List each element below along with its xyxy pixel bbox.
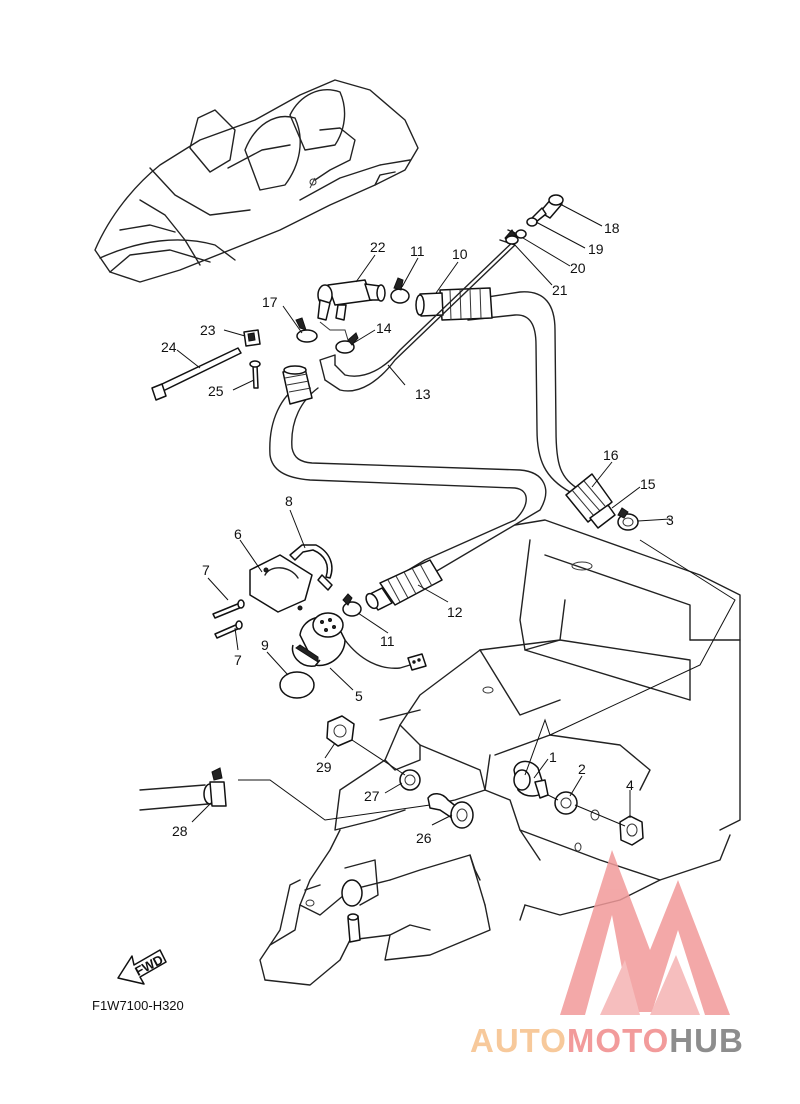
rivet-7-a (212, 599, 245, 619)
watermark-moto: MOTO (567, 1022, 669, 1059)
callout-leaders (176, 203, 671, 826)
clamp-17 (295, 317, 318, 343)
callout-2: 2 (578, 761, 586, 777)
hose-13 (319, 229, 521, 392)
hose-28 (139, 767, 227, 811)
washer-2 (554, 791, 578, 815)
callout-4: 4 (626, 777, 634, 793)
fitting-18-21 (504, 194, 564, 245)
watermark-logo: AUTOMOTOHUB (470, 850, 744, 1059)
callout-28: 28 (172, 823, 188, 839)
corrugated-section-17 (282, 365, 313, 405)
holder-23 (243, 329, 261, 347)
fwd-label: FWD (132, 952, 165, 979)
clamp-11-lower (342, 593, 362, 617)
svg-text:AUTOMOTOHUB: AUTOMOTOHUB (470, 1022, 744, 1059)
callout-15: 15 (640, 476, 656, 492)
clamp-14 (335, 332, 359, 354)
callout-1: 1 (549, 749, 557, 765)
corrugated-section-10 (415, 287, 493, 321)
fitting-1 (513, 760, 549, 799)
callout-7a: 7 (202, 562, 210, 578)
callout-24: 24 (161, 339, 177, 355)
callout-5: 5 (355, 688, 363, 704)
callout-20: 20 (570, 260, 586, 276)
bracket-6 (249, 554, 313, 613)
watermark-triangle-icon (560, 850, 730, 1015)
cap-9 (279, 671, 315, 699)
main-hose (269, 287, 616, 611)
callout-29: 29 (316, 759, 332, 775)
callout-22: 22 (370, 239, 386, 255)
callout-13: 13 (415, 386, 431, 402)
rivet-25 (249, 360, 261, 389)
corrugated-section-12 (365, 559, 443, 611)
filter-5 (291, 612, 427, 671)
diagram-code: F1W7100-H320 (92, 998, 184, 1013)
callout-6: 6 (234, 526, 242, 542)
connection-leaders (238, 539, 736, 827)
clamp-11-top (390, 277, 410, 304)
washer-27 (399, 769, 421, 791)
callout-3: 3 (666, 512, 674, 528)
fitting-22 (317, 279, 386, 321)
callout-23: 23 (200, 322, 216, 338)
callout-21: 21 (552, 282, 568, 298)
fitting-26 (427, 793, 474, 829)
callout-8: 8 (285, 493, 293, 509)
callout-labels: 1 2 3 4 5 6 7 7 8 9 10 11 11 12 13 14 15… (161, 220, 674, 846)
callout-11-top: 11 (410, 243, 425, 259)
nut-4 (619, 815, 644, 846)
corrugated-section-16 (565, 473, 616, 529)
callout-19: 19 (588, 241, 604, 257)
watercraft-illustration (94, 79, 419, 283)
band-8 (289, 544, 333, 591)
callout-11-lower: 11 (380, 633, 395, 649)
clamp-3 (617, 507, 639, 531)
callout-17: 17 (262, 294, 278, 310)
watermark-auto: AUTO (470, 1022, 567, 1059)
callout-26: 26 (416, 830, 432, 846)
watermark-hub: HUB (669, 1022, 744, 1059)
fwd-arrow-icon: FWD (117, 949, 167, 985)
nut-29 (326, 715, 355, 747)
callout-25: 25 (208, 383, 224, 399)
callout-12: 12 (447, 604, 463, 620)
rivet-7-b (214, 620, 243, 639)
tie-wrap-24 (151, 347, 242, 401)
callout-16: 16 (603, 447, 619, 463)
callout-10: 10 (452, 246, 468, 262)
callout-9: 9 (261, 637, 269, 653)
callout-27: 27 (364, 788, 380, 804)
callout-7b: 7 (234, 652, 242, 668)
callout-18: 18 (604, 220, 620, 236)
callout-14: 14 (376, 320, 392, 336)
